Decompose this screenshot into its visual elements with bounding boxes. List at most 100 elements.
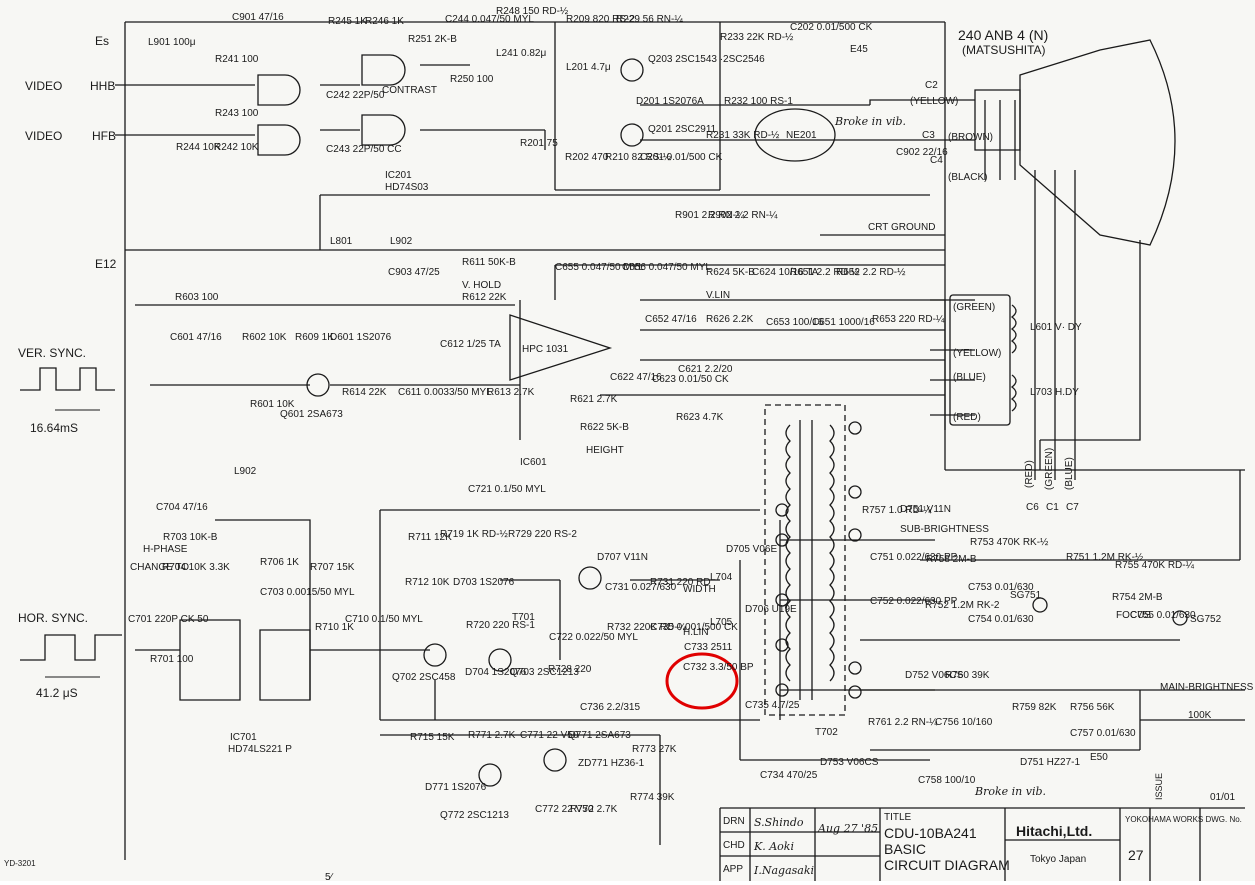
comp-r209: R209 820 RS-2 [566,14,635,25]
comp-r601: R601 10K [250,399,295,410]
yoke-l703: L703 H.DY [1030,387,1079,398]
transistor-q201 [620,123,644,147]
comp-r611: R611 50K-B [462,257,516,268]
transistor-q601 [306,373,330,397]
note-broke-1: Broke in vib. [834,115,906,128]
comp-c754: C754 0.01/630 [968,614,1034,625]
comp-d705: D705 V06E [726,544,777,555]
comp-r712: R712 10K [405,577,450,588]
input-e12: E12 [95,257,117,271]
hor-sync-waveform [20,634,122,661]
height-label: HEIGHT [586,445,624,456]
comp-r244: R244 10K [176,142,221,153]
dwg-label: YOKOHAMA WORKS DWG. No. [1125,815,1242,824]
drawn-by: S.Shindo [754,816,804,829]
comp-ne201: NE201 [786,130,817,141]
cable-blue: (BLUE) [1064,457,1075,490]
comp-r232: R232 100 RS-1 [724,96,793,107]
ic601-type: HPC 1031 [522,344,569,355]
hlin-label: H.LIN [683,627,709,638]
comp-r602: R602 10K [242,332,287,343]
comp-r622: R622 5K-B [580,422,629,433]
hphase-label: H-PHASE [143,544,188,555]
comp-c656: C656 0.047/50 MYL [622,262,711,273]
comp-d707: D707 V11N [597,552,648,563]
ic701: IC701 [230,732,257,743]
comp-r614: R614 22K [342,387,387,398]
comp-d753: D753 V06CS [820,757,879,768]
comp-q601: Q601 2SA673 [280,409,343,420]
nand-gate-1 [257,74,301,106]
ic701-type: HD74LS221 P [228,744,292,755]
transistor-d707 [578,566,602,590]
comp-c756: C756 10/160 [935,717,993,728]
comp-r754: R754 2M-B [1112,592,1163,603]
comp-r613: R613 2.7K [487,387,535,398]
comp-main-r: 100K [1188,710,1212,721]
comp-l801: L801 [330,236,353,247]
transistor-q771 [543,748,567,772]
ver-period: 16.64mS [30,421,78,435]
cable-c6: C6 [1026,502,1039,513]
comp-q772: Q772 2SC1213 [440,810,509,821]
comp-r732: R732 220K RD-¼ [607,621,687,633]
drn-label: DRN [723,816,745,827]
comp-r706: R706 1K [260,557,299,568]
comp-c901: C901 47/16 [232,12,284,23]
comp-r761: R761 2.2 RN-¼ [868,716,938,728]
comp-c652: C652 47/16 [645,314,697,325]
comp-d703: D703 1S2076 [453,577,515,588]
comp-d201: D201 1S2076A [636,96,704,107]
wiring [115,21,1245,860]
footer-bottom: 5∕ [325,872,334,881]
comp-r623: R623 4.7K [676,412,724,423]
yoke-green: (GREEN) [953,302,995,313]
comp-r772: R772 2.7K [570,804,618,815]
comp-t702: T702 [815,727,838,738]
comp-l902: L902 [390,236,413,247]
comp-t701: T701 [512,612,535,623]
comp-r771: R771 2.7K [468,730,516,741]
comp-q201: Q201 2SC2911 [648,124,717,135]
labels: 240 ANB 4 (N) (MATSUSHITA) Es E12 VIDEO … [4,6,1254,883]
comp-l902b: L902 [234,466,257,477]
video-hhb-label: VIDEO [25,79,62,93]
comp-d752: D752 V06CS [905,670,964,681]
comp-r720: R720 220 RS-1 [466,620,535,631]
hor-sync-label: HOR. SYNC. [18,611,88,625]
yoke-l601: L601 V· DY [1030,322,1082,333]
comp-c243: C243 22P/50 CC [326,144,402,155]
comp-c758: C758 100/10 [918,775,976,786]
chd-label: CHD [723,840,745,851]
comp-c242: C242 22P/50 [326,90,385,101]
comp-r728: R728 220 [548,664,592,675]
main-brightness-label: MAIN-BRIGHTNESS [1160,682,1254,693]
comp-r729: R729 220 RS-2 [508,529,577,540]
nand-gate-3 [361,54,406,86]
title-line-1: CDU-10BA241 [884,825,977,841]
note-broke-2: Broke in vib. [974,785,1046,798]
contrast-label: CONTRAST [382,85,437,96]
issue-label: ISSUE [1154,773,1164,800]
comp-r245: R245 1K [328,16,367,27]
crt-maker: (MATSUSHITA) [962,43,1046,57]
comp-sg752: SG752 [1190,614,1222,625]
ver-sync-waveform [20,367,115,391]
crt-pin-brown: (BROWN) [948,132,993,143]
ic201-type: HD74S03 [385,182,429,193]
comp-c722: C722 0.022/50 MYL [549,632,638,643]
cable-red: (RED) [1024,460,1035,488]
comp-c734: C734 470/25 [760,770,818,781]
neon-lamp-ne201 [754,108,836,162]
comp-r603: R603 100 [175,292,219,303]
comp-c753: C753 0.01/630 [968,582,1034,593]
comp-c735: C735 0.001/500 CK [650,622,738,633]
comp-r248: R248 150 RD-½ [496,6,569,17]
title-line-2: BASIC [884,841,926,857]
comp-c755: C755 0.01/630 [1130,610,1196,621]
yoke-blue: (BLUE) [953,372,986,383]
cable-c7: C7 [1066,502,1079,513]
crt-ground: CRT GROUND [868,222,935,233]
